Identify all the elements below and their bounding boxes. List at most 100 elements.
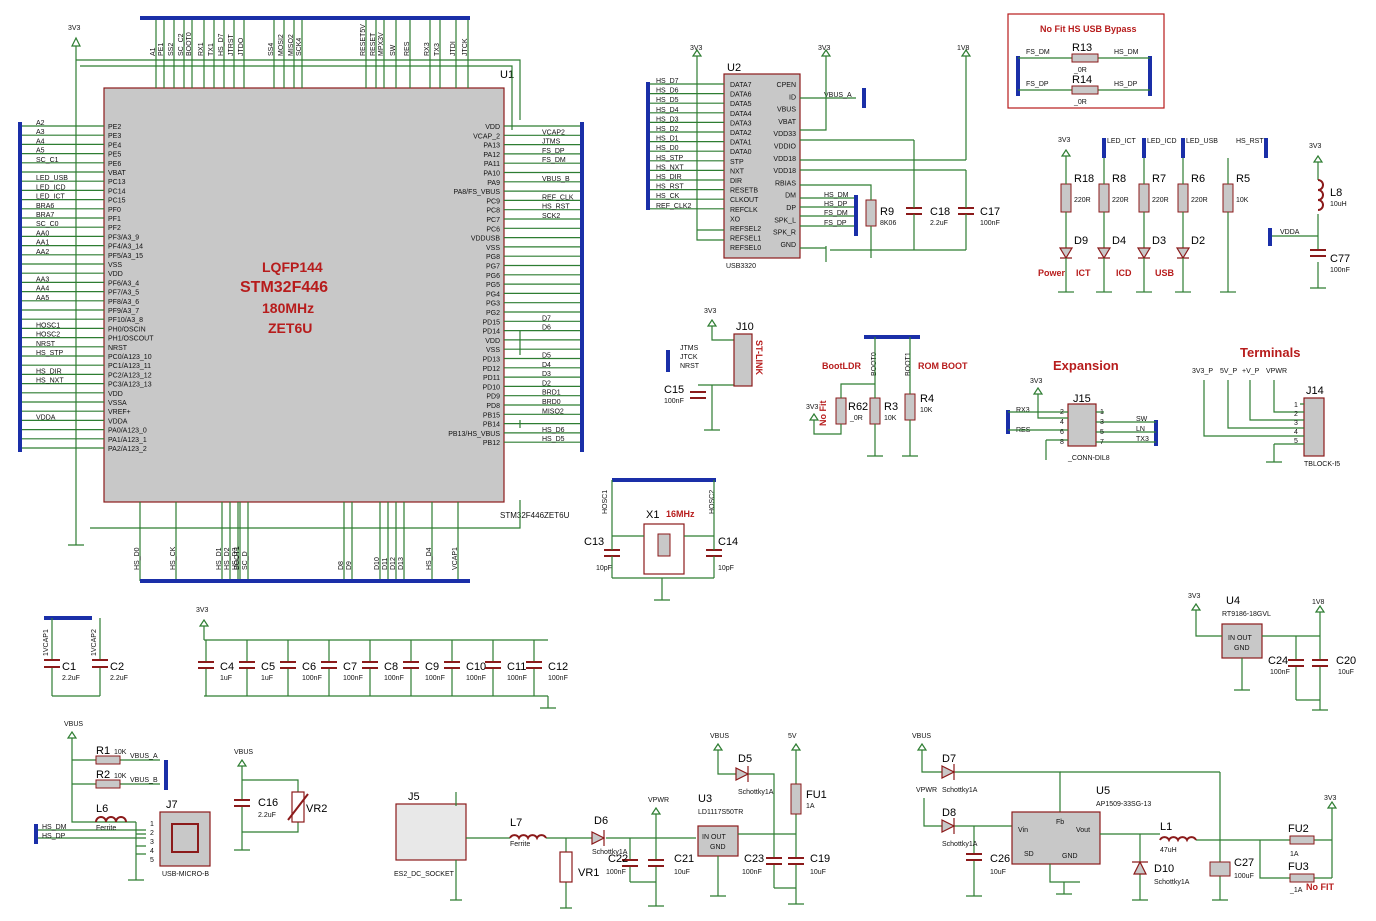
mcu-left-pin-label: VDD [108, 391, 123, 398]
mcu-right-net-label: D5 [542, 353, 551, 360]
usb-phy-right-net: FS_DP [824, 220, 847, 227]
c17-symbol [958, 207, 974, 215]
led-resistor-ref: R5 [1236, 173, 1250, 185]
c17-c18-wire [800, 139, 967, 251]
mcu-right-pin-label: PG7 [486, 264, 500, 271]
mcu-left-pin-label: VBAT [108, 170, 126, 177]
vr1-ref: VR1 [578, 867, 599, 879]
usb-phy-left-pin: REFSEL2 [730, 226, 761, 233]
mcu-left-net-label: HS_DIR [36, 368, 62, 375]
led-resistor-value: 220R [1112, 197, 1129, 204]
u2-rail-3: 1V8 [957, 45, 970, 52]
r13-value: _0R [1073, 67, 1087, 74]
d10-value: Schottky1A [1154, 879, 1190, 886]
usb-phy-right-pin: SPK_L [774, 217, 796, 224]
term-net-1: 3V3_P [1192, 368, 1213, 375]
led-resistor-value: 10K [1236, 197, 1249, 204]
led-diode-label: ICD [1116, 268, 1132, 278]
l6-value: Ferrite [96, 825, 116, 832]
mcu-left-pin-label: VDD [108, 271, 123, 278]
terminal-wires [1203, 380, 1304, 463]
usb-phy-ref: U2 [727, 62, 741, 74]
mcu-left-pin-label: PA2/A123_2 [108, 446, 147, 453]
mcu-right-pin-label: PA9 [487, 180, 500, 187]
r14-resistor [1071, 85, 1099, 95]
c77-ref: C77 [1330, 253, 1350, 265]
r3-resistor [869, 397, 881, 425]
c18-symbol [906, 207, 922, 215]
c13-value: 10pF [596, 565, 612, 572]
mcu-left-pin-label: PF4/A3_14 [108, 244, 143, 251]
mcu-right-pin-label: PD10 [482, 384, 500, 391]
r62-value: _0R [849, 415, 863, 422]
decoup-cap-value: 1uF [261, 675, 273, 682]
decoup-capacitor [239, 661, 255, 669]
led-resistor-ref: R8 [1112, 173, 1126, 185]
r4-value: 10K [920, 407, 933, 414]
vdda-filter: 3V3 L8 10uH C77 100nF VDDA [1268, 143, 1350, 289]
u3-pins: IN OUT [702, 834, 726, 841]
c16-value: 2.2uF [258, 812, 276, 819]
usb-phy-left-net: HS_D3 [656, 116, 679, 123]
usb-phy-left-pin: REFSEL0 [730, 245, 761, 252]
fu1-fuse [790, 783, 802, 815]
expansion-rail: 3V3 [1030, 378, 1043, 385]
usb-connector: VBUS R1 10K VBUS_A R2 10K VBUS_B L6 Ferr… [34, 721, 211, 881]
mcu-left-pin-label: PF0 [108, 207, 121, 214]
j5-ref: J5 [408, 791, 420, 803]
usb-phy-left-pin: REFSEL1 [730, 236, 761, 243]
led-resistor [1138, 183, 1150, 213]
j14-pin: 5 [1294, 438, 1298, 445]
usb-phy-left-net: HS_D2 [656, 126, 679, 133]
u3-ref: U3 [698, 793, 712, 805]
decoup-capacitor [403, 661, 419, 669]
expansion-title: Expansion [1053, 358, 1119, 373]
decoup-cap-ref: C8 [384, 661, 398, 673]
usb-phy-right-pin: DM [785, 193, 796, 200]
c22-ref: C22 [608, 853, 628, 865]
usb-phy-left-pin: NXT [730, 168, 745, 175]
j7-pin: 5 [150, 857, 154, 864]
led-resistor-ref: R6 [1191, 173, 1205, 185]
c26-capacitor [966, 853, 982, 861]
usb-phy-right-pin: VDD18 [773, 168, 796, 175]
dc-wires [450, 792, 696, 909]
usb-phy-u2: U2 USB3320 DATA7HS_D7DATA6HS_D6DATA5HS_D… [646, 45, 1000, 270]
vdda-wire [1270, 154, 1326, 289]
led-resistor [1060, 183, 1072, 213]
r9-wire [800, 184, 872, 258]
j14-pin: 3 [1294, 420, 1298, 427]
r14-value: _0R [1073, 99, 1087, 106]
bypass-net-fs-dm: FS_DM [1026, 49, 1050, 56]
usb-phy-left-net: HS_STP [656, 155, 684, 162]
mcu-3v3-power: 3V3 [68, 25, 521, 546]
c21-value: 10uF [674, 869, 690, 876]
led-diode-ref: D4 [1112, 235, 1126, 247]
mcu-right-pin-label: VSS [486, 347, 500, 354]
led-diode [1175, 247, 1191, 260]
buck-3v3: VBUS VPWR 3V3 D7 Schottky1A D8 Schottky1… [912, 733, 1338, 901]
usb-phy-right-pin: VBUS [777, 107, 796, 114]
led-diode-ref: D2 [1191, 235, 1205, 247]
mcu-top-net-label: TX1 [208, 43, 215, 56]
mcu-right-net-label: VBUS_B [542, 176, 570, 183]
mcu-left-pin-label: PC3/A123_13 [108, 382, 152, 389]
mcu-left-net-label: A4 [36, 138, 45, 145]
vr1-varistor [559, 851, 573, 883]
mcu-left-pin-label: VREF+ [108, 409, 131, 416]
u4-wires [1190, 602, 1328, 711]
mcu-left-pins: PE2A2PE3A3PE4A4PE5A5PE6SC_C1VBATPC13LED_… [20, 120, 154, 453]
mcu-right-pin-label: PA10 [483, 171, 500, 178]
usb-phy-left-pin: REFCLK [730, 207, 758, 214]
decoup-cap-ref: C6 [302, 661, 316, 673]
mcu-left-pin-label: PF2 [108, 225, 121, 232]
mcu-top-net-label: SS2 [168, 43, 175, 56]
mcu-vss-wire [80, 65, 513, 130]
fu1-ref: FU1 [806, 789, 827, 801]
mcu-left-pin-label: PF9/A3_7 [108, 308, 139, 315]
r3-value: 10K [884, 415, 897, 422]
c2-ref: C2 [110, 661, 124, 673]
j14-pin: 2 [1294, 411, 1298, 418]
